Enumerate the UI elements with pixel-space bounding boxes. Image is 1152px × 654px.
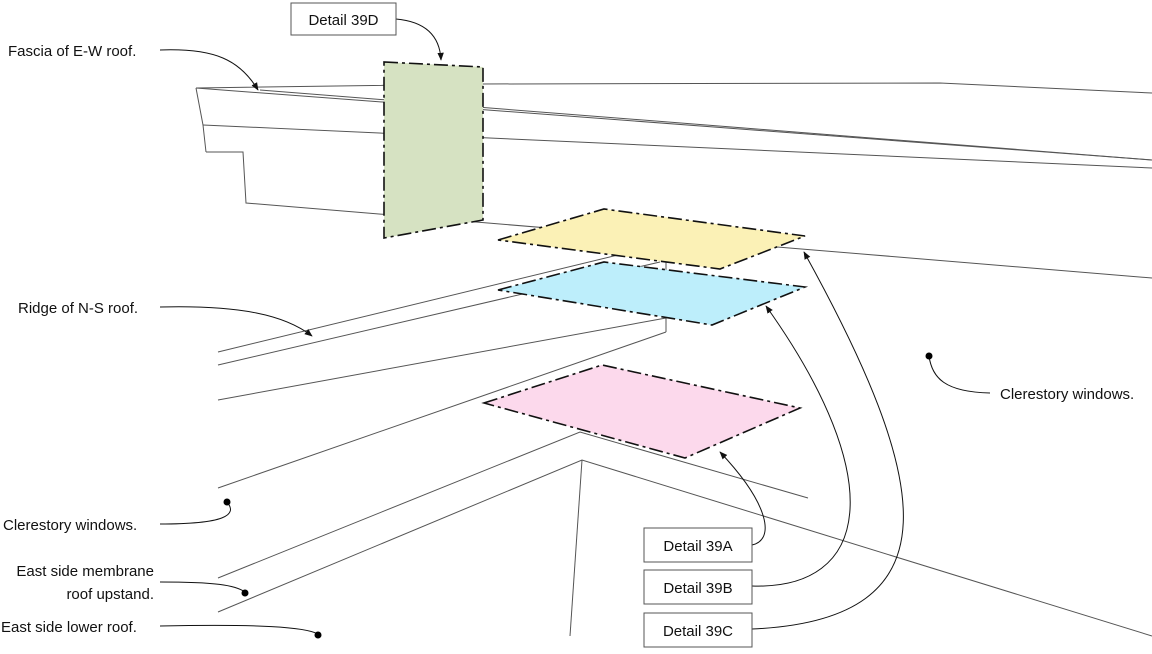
annotation-labels: Fascia of E-W roof. Ridge of N-S roof. C…	[1, 43, 1134, 636]
ns-roof-slope	[217, 317, 667, 401]
leader-membrane	[159, 581, 246, 593]
leader-clerestory-left	[159, 501, 231, 525]
fascia-face-bottom	[202, 124, 1152, 169]
callout-39a[interactable]: Detail 39A	[643, 527, 753, 563]
leader-39c	[751, 251, 904, 630]
fascia-end	[195, 87, 207, 153]
fascia-top-edge	[195, 82, 1152, 94]
callout-39d[interactable]: Detail 39D	[290, 2, 397, 36]
dot-membrane	[241, 589, 249, 597]
label-fascia: Fascia of E-W roof.	[8, 43, 136, 60]
leader-lower-roof	[159, 624, 319, 635]
callout-39b-label: Detail 39B	[663, 580, 732, 597]
leader-ridge	[159, 306, 313, 337]
panel-39b	[497, 261, 809, 326]
callout-39c-label: Detail 39C	[663, 623, 733, 640]
fascia-face-top	[195, 87, 1152, 161]
callout-39b[interactable]: Detail 39B	[643, 569, 753, 605]
building-geometry	[195, 82, 1152, 637]
panel-39c	[481, 364, 803, 459]
dot-clerestory-left	[223, 498, 231, 506]
callout-39d-label: Detail 39D	[308, 12, 378, 29]
dot-clerestory-right	[925, 352, 933, 360]
dot-lower-roof	[314, 631, 322, 639]
callout-39c[interactable]: Detail 39C	[643, 612, 753, 648]
leader-39a	[719, 451, 766, 546]
label-clerestory-right: Clerestory windows.	[1000, 386, 1134, 403]
label-membrane-line1: East side membrane	[16, 563, 154, 580]
panel-39d	[383, 61, 484, 239]
clerestory-base	[217, 331, 667, 489]
label-lower-roof: East side lower roof.	[1, 619, 137, 636]
upstand-upper	[217, 431, 809, 579]
detail-panels	[383, 61, 809, 459]
leader-39b	[751, 305, 851, 587]
lower-roof-valley	[569, 459, 583, 637]
panel-39a	[497, 208, 806, 270]
leader-lines	[159, 18, 991, 639]
leader-39d	[395, 18, 444, 61]
label-clerestory-left: Clerestory windows.	[3, 517, 137, 534]
label-ridge: Ridge of N-S roof.	[18, 300, 138, 317]
detail-callouts: Detail 39D Detail 39A Detail 39B Detail …	[290, 2, 753, 648]
leader-fascia	[159, 49, 259, 91]
ridge-line-upper	[217, 245, 656, 353]
label-membrane-line2: roof upstand.	[66, 586, 154, 603]
leader-clerestory-right	[928, 355, 991, 394]
callout-39a-label: Detail 39A	[663, 538, 732, 555]
